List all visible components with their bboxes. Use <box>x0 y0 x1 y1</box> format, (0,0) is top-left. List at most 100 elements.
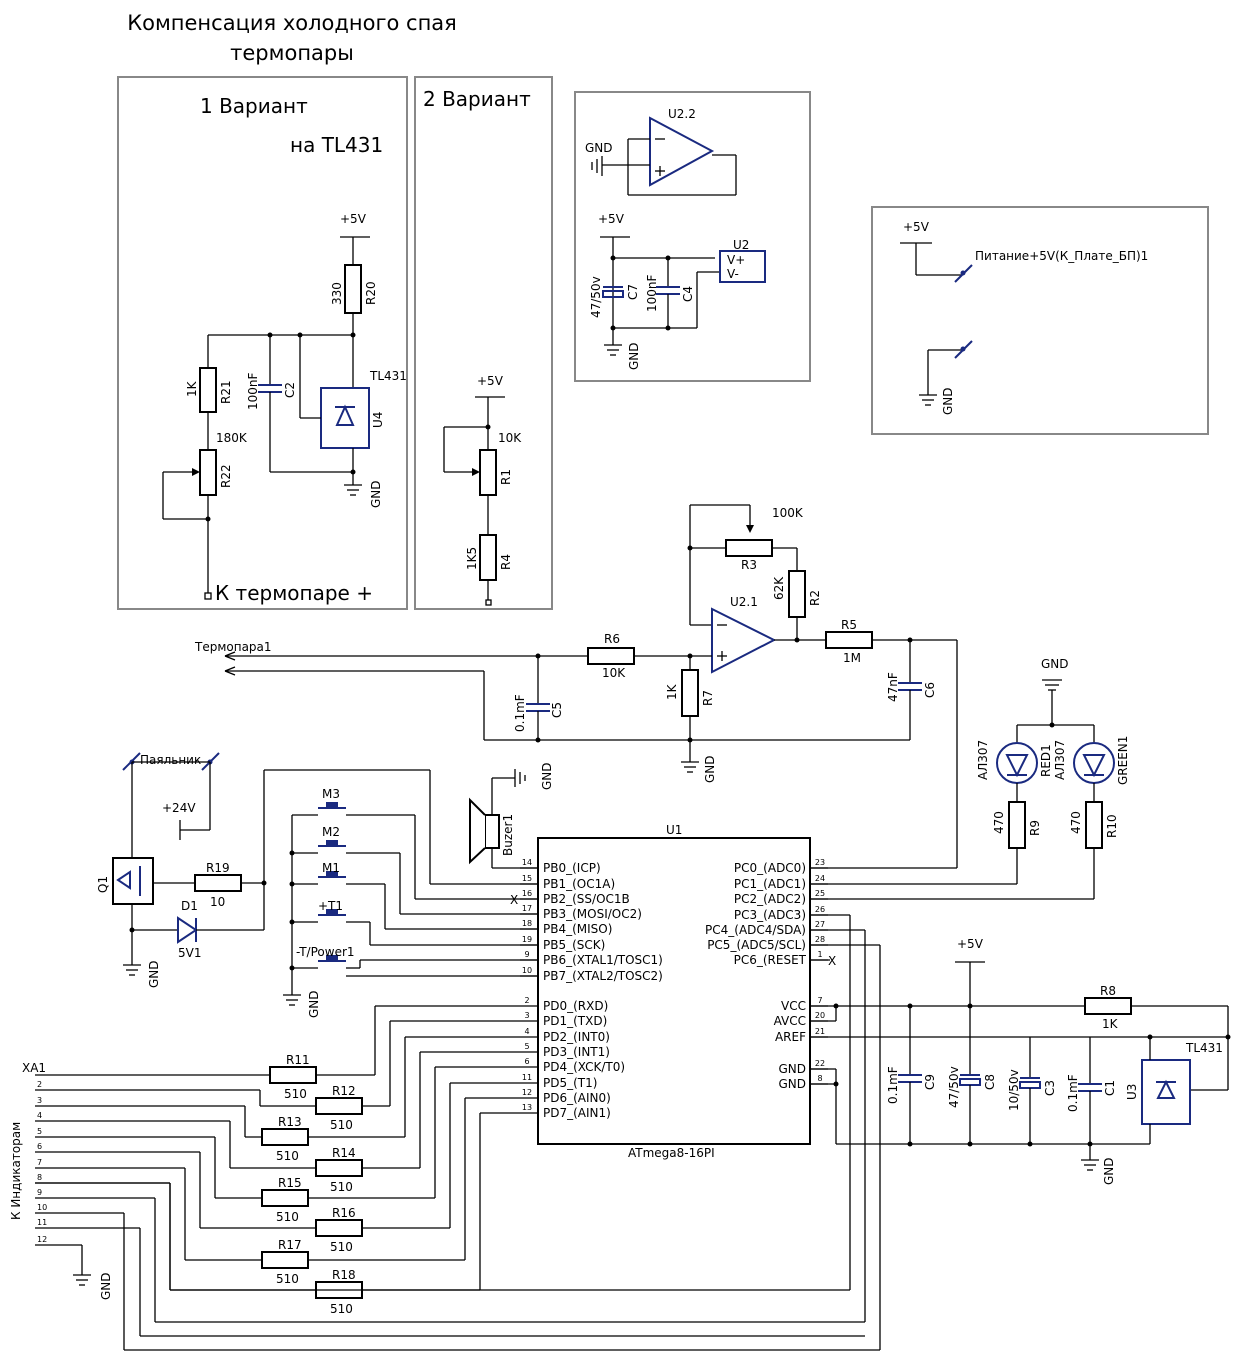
opamp-u2-2 <box>649 116 715 187</box>
r22-ref: R22 <box>219 464 233 488</box>
mcu-pin-number: 1 <box>817 950 822 959</box>
gnd-label-u22: GND <box>585 141 613 155</box>
r8-ref: R8 <box>1100 984 1116 998</box>
resistor-r8 <box>1084 997 1132 1015</box>
mcu-pin-name: PC4_(ADC4/SDA) <box>705 923 806 937</box>
d1-value: 5V1 <box>178 946 201 960</box>
red1-value: АЛ307 <box>976 740 990 780</box>
q1-ref: Q1 <box>96 876 110 893</box>
connector-pin-number: 5 <box>37 1127 42 1136</box>
r20-value: 330 <box>330 282 344 305</box>
indicators-label: К Индикаторам <box>9 1122 23 1220</box>
variant-1-footer: К термопаре + <box>215 581 373 605</box>
nc-mark-pb2: X <box>510 893 518 907</box>
buttons-block: GND M3 M2 M1 <box>283 787 538 1018</box>
button-m1[interactable]: M1 <box>292 861 538 930</box>
r1-value: 10K <box>498 431 522 445</box>
r22-value: 180K <box>216 431 248 445</box>
gnd-label-buttons: GND <box>307 990 321 1018</box>
mcu-pin-number: 7 <box>817 996 822 1005</box>
opamp-u2-1 <box>711 607 777 674</box>
vcc-label-v2: +5V <box>477 374 504 388</box>
mcu-pin-name: PD4_(XCK/T0) <box>543 1060 625 1074</box>
resistor-r19 <box>194 874 242 892</box>
u4-ref: U4 <box>371 412 385 428</box>
variant-2-frame <box>414 76 553 610</box>
r9-ref: R9 <box>1028 820 1042 836</box>
gnd-label-mcu: GND <box>1102 1157 1116 1185</box>
u3-value: TL431 <box>1185 1041 1223 1055</box>
mcu-pin-name: PB5_(SCK) <box>543 938 605 952</box>
segment-resistor-value: 510 <box>330 1302 353 1316</box>
r3-ref: R3 <box>741 558 757 572</box>
power-connector-label: Питание+5V(К_Плате_БП)1 <box>975 249 1148 263</box>
variant-2-circuit: +5V R1 10K R4 1K5 <box>443 374 522 606</box>
segment-resistor-value: 510 <box>276 1210 299 1224</box>
mcu-pin-name: PB0_(ICP) <box>543 861 601 875</box>
mosfet-q1 <box>112 857 154 905</box>
r6-value: 10K <box>602 666 626 680</box>
u21-ref: U2.1 <box>730 595 758 609</box>
vcc-label-mcu: +5V <box>957 937 984 951</box>
gnd-label-q1: GND <box>147 960 161 988</box>
variant-1-subheading: на TL431 <box>290 133 383 157</box>
button-t-power1[interactable]: -T/Power1 <box>292 945 538 977</box>
tpower-ref: -T/Power1 <box>296 945 355 959</box>
mcu-body <box>537 837 811 1145</box>
mcu-pin-name: PD2_(INT0) <box>543 1030 610 1044</box>
resistor-r2 <box>788 570 806 618</box>
u2-vm: V- <box>727 267 739 281</box>
mcu-pin-name: PD6_(AIN0) <box>543 1091 611 1105</box>
gnd-label-buzzer: GND <box>540 762 554 790</box>
connector-pin-number: 7 <box>37 1158 42 1167</box>
mcu-pin-name: PC0_(ADC0) <box>734 861 806 875</box>
connector-pin-number: 4 <box>37 1111 42 1120</box>
segment-resistor-value: 510 <box>276 1272 299 1286</box>
buzzer-block: Buzer1 GND <box>469 762 554 869</box>
mcu-pin-name: PB1_(OC1A) <box>543 877 615 891</box>
xa-label: XA1 <box>22 1061 46 1075</box>
mcu-pin-name: PD5_(T1) <box>543 1076 597 1090</box>
mcu-pin-number: 17 <box>522 904 532 913</box>
c9-value: 0.1mF <box>886 1066 900 1104</box>
mcu-pin-number: 4 <box>524 1027 529 1036</box>
u22-ref: U2.2 <box>668 107 696 121</box>
connector-pin-number: 2 <box>37 1080 42 1089</box>
r7-ref: R7 <box>701 690 715 706</box>
r10-ref: R10 <box>1105 814 1119 838</box>
m1-ref: M1 <box>322 861 340 875</box>
button-t1[interactable]: +T1 <box>292 899 538 946</box>
t1-ref: +T1 <box>318 899 343 913</box>
c2-value: 100nF <box>246 372 260 410</box>
r8-value: 1K <box>1102 1017 1119 1031</box>
mcu-pin-name: PC2_(ADC2) <box>734 892 806 906</box>
mcu-right-pins: 23PC0_(ADC0)24PC1_(ADC1)25PC2_(ADC2)26PC… <box>705 858 828 1091</box>
segment-resistor-ref: R18 <box>332 1268 356 1282</box>
mcu-pin-number: 23 <box>815 858 825 867</box>
connector-pin-number: 11 <box>37 1218 47 1227</box>
r21-value: 1K <box>185 380 199 397</box>
red1-ref: RED1 <box>1039 744 1053 777</box>
c9-ref: C9 <box>923 1074 937 1090</box>
mcu-pin-number: 6 <box>524 1057 529 1066</box>
mcu-pin-name: AREF <box>775 1030 806 1044</box>
mcu-pin-number: 27 <box>815 920 825 929</box>
c4-value: 100nF <box>645 274 659 312</box>
r21-ref: R21 <box>219 380 233 404</box>
u1-ref: U1 <box>666 823 682 837</box>
mcu-pin-name: PD0_(RXD) <box>543 999 608 1013</box>
segment-resistor-value: 510 <box>330 1240 353 1254</box>
button-m2[interactable]: M2 <box>292 825 538 915</box>
title-line-1: Компенсация холодного спая <box>127 11 457 35</box>
u2-ref: U2 <box>733 238 749 252</box>
vcc-label-u2: +5V <box>598 212 625 226</box>
button-m3[interactable]: M3 <box>292 787 538 900</box>
buzzer-buzer1 <box>484 814 500 849</box>
mcu-pin-number: 25 <box>815 889 825 898</box>
mcu-pin-name: PB4_(MISO) <box>543 922 612 936</box>
r2-ref: R2 <box>808 590 822 606</box>
